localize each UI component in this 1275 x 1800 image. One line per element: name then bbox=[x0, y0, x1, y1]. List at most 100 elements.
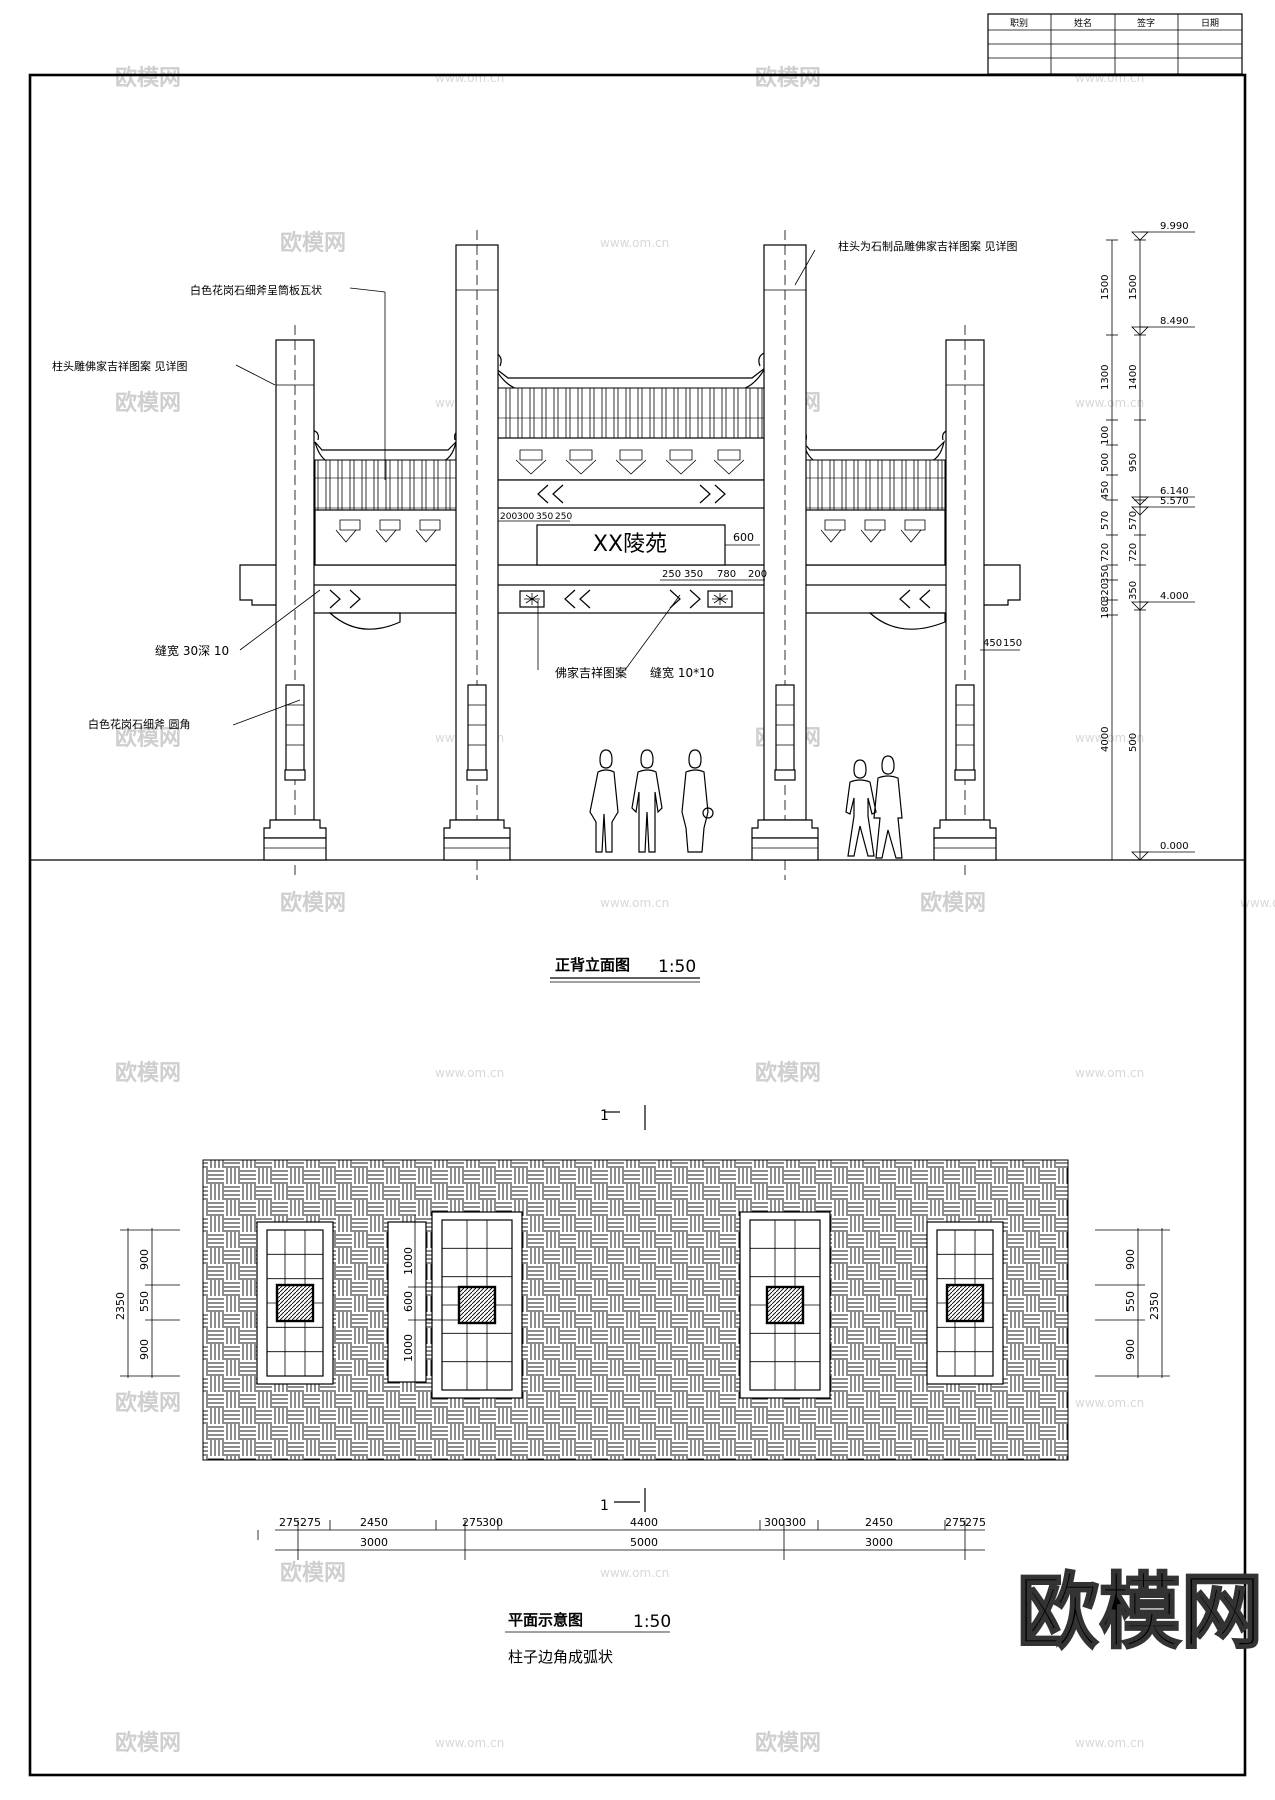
level-value: 6.140 bbox=[1160, 486, 1189, 497]
svg-text:900: 900 bbox=[1124, 1339, 1137, 1360]
watermark-text: 欧模网 bbox=[755, 1060, 821, 1086]
svg-text:250: 250 bbox=[555, 512, 572, 522]
svg-text:4400: 4400 bbox=[630, 1516, 658, 1529]
watermark-url: www.om.cn bbox=[435, 1736, 504, 1750]
svg-text:1: 1 bbox=[600, 1108, 609, 1124]
level-value: 8.490 bbox=[1160, 316, 1189, 327]
chevron bbox=[349, 589, 361, 609]
column-ring bbox=[774, 769, 796, 781]
plan-caption: 平面示意图 bbox=[508, 1611, 583, 1629]
dim-value: 350 bbox=[1128, 581, 1139, 600]
column-base bbox=[933, 819, 997, 839]
column-base bbox=[751, 819, 819, 839]
plan-view: 1 1 2350 900 550 900 1000 600 1000 bbox=[114, 1105, 1170, 1666]
elevation-caption: 正背立面图 bbox=[555, 956, 630, 974]
central-roof bbox=[484, 351, 776, 509]
level-value: 9.990 bbox=[1160, 221, 1189, 232]
svg-text:900: 900 bbox=[1124, 1249, 1137, 1270]
watermark-logo: 欧模网 bbox=[1017, 1565, 1263, 1660]
section-mark-bottom: 1 bbox=[600, 1488, 646, 1514]
column-base bbox=[263, 819, 327, 839]
plan-left-dimensions bbox=[120, 1228, 180, 1378]
watermark-url: www.om.cn bbox=[1075, 1066, 1144, 1080]
column-plinth bbox=[443, 837, 511, 861]
frieze-chevrons bbox=[537, 484, 726, 504]
svg-text:1000: 1000 bbox=[402, 1334, 415, 1362]
svg-text:275: 275 bbox=[462, 1516, 483, 1529]
plan-column-core bbox=[945, 1283, 985, 1323]
dim-value: 500 bbox=[1128, 733, 1139, 752]
level-value: 4.000 bbox=[1160, 591, 1189, 602]
watermark-text: 欧模网 bbox=[280, 1560, 346, 1586]
dim-value: 720 bbox=[1100, 543, 1111, 562]
watermark-url: www.om.cn bbox=[1075, 396, 1144, 410]
plan-center-marker bbox=[387, 1221, 427, 1383]
chevron bbox=[537, 484, 549, 504]
dim-value: 320 bbox=[1100, 583, 1111, 602]
people-figures bbox=[589, 749, 903, 859]
column-panel bbox=[285, 684, 305, 776]
column-ring bbox=[284, 769, 306, 781]
svg-text:275: 275 bbox=[300, 1516, 321, 1529]
chevron bbox=[669, 589, 681, 609]
dim-value: 570 bbox=[1128, 511, 1139, 530]
main-beam bbox=[239, 564, 1021, 630]
dim-value: 950 bbox=[1128, 453, 1139, 472]
svg-text:5000: 5000 bbox=[630, 1536, 658, 1549]
watermark-text: 欧模网 bbox=[280, 230, 346, 256]
svg-text:550: 550 bbox=[138, 1291, 151, 1312]
svg-text:300: 300 bbox=[482, 1516, 503, 1529]
columns bbox=[263, 230, 997, 880]
side-roof-right bbox=[793, 429, 956, 566]
svg-text:350: 350 bbox=[684, 569, 703, 580]
svg-text:2350: 2350 bbox=[114, 1292, 127, 1320]
watermark-url: www.om.cn bbox=[435, 71, 504, 85]
note-column-stone: 白色花岗石细斧 圆角 bbox=[88, 717, 191, 731]
dim-value: 450 bbox=[1100, 481, 1111, 500]
chevron bbox=[552, 484, 564, 504]
svg-text:550: 550 bbox=[1124, 1291, 1137, 1312]
watermark-text: 欧模网 bbox=[755, 65, 821, 91]
svg-text:1: 1 bbox=[600, 1498, 609, 1514]
svg-text:600: 600 bbox=[733, 531, 754, 544]
svg-text:275: 275 bbox=[945, 1516, 966, 1529]
svg-text:2350: 2350 bbox=[1148, 1292, 1161, 1320]
svg-text:150: 150 bbox=[1003, 638, 1022, 649]
plan-right-dimensions bbox=[1095, 1228, 1170, 1378]
chevron bbox=[899, 589, 911, 609]
dim-value: 1300 bbox=[1100, 365, 1111, 390]
note-column-head-right: 柱头为石制品雕佛家吉祥图案 见详图 bbox=[838, 239, 1018, 253]
elevation-scale: 1:50 bbox=[658, 957, 696, 977]
plan-column-core bbox=[765, 1285, 805, 1325]
beam-chevrons bbox=[329, 589, 931, 609]
watermark-text: 欧模网 bbox=[115, 725, 181, 751]
plan-center-dimensions bbox=[408, 1215, 460, 1390]
watermark-url: www.om.cn bbox=[1240, 896, 1275, 910]
chevron bbox=[689, 589, 701, 609]
level-value: 5.570 bbox=[1160, 496, 1189, 507]
watermark-url: www.om.cn bbox=[435, 1066, 504, 1080]
watermark-url: www.om.cn bbox=[1075, 1736, 1144, 1750]
column-ring bbox=[466, 769, 488, 781]
svg-text:1000: 1000 bbox=[402, 1247, 415, 1275]
level-value: 0.000 bbox=[1160, 841, 1189, 852]
note-roof-stone: 白色花岗石细斧呈筒板瓦状 bbox=[190, 283, 322, 297]
watermark-url: www.om.cn bbox=[600, 236, 669, 250]
note-seam-left: 缝宽 30深 10 bbox=[155, 643, 229, 658]
watermark-url: www.om.cn bbox=[1075, 731, 1144, 745]
watermark-layer: 欧模网 www.om.cn 欧模网 www.om.cn 欧模网 www.om.cn 欧模网 w… bbox=[115, 65, 1275, 1756]
watermark-text: 欧模网 bbox=[115, 1390, 181, 1416]
sign-dimensions: 200 300 350 250 600 250 350 780 200 450 … bbox=[498, 512, 1022, 651]
column-panel bbox=[955, 684, 975, 776]
plan-note: 柱子边角成弧状 bbox=[508, 1648, 613, 1666]
svg-text:600: 600 bbox=[402, 1291, 415, 1312]
title-block: 职别 姓名 签字 日期 bbox=[987, 13, 1243, 75]
column-plinth bbox=[933, 837, 997, 861]
svg-text:2450: 2450 bbox=[865, 1516, 893, 1529]
vertical-dimensions: 1500130010050045057072035032018040001500… bbox=[1100, 221, 1195, 861]
svg-text:200: 200 bbox=[500, 512, 517, 522]
svg-text:300: 300 bbox=[517, 512, 534, 522]
svg-text:450: 450 bbox=[983, 638, 1002, 649]
chevron bbox=[564, 589, 576, 609]
